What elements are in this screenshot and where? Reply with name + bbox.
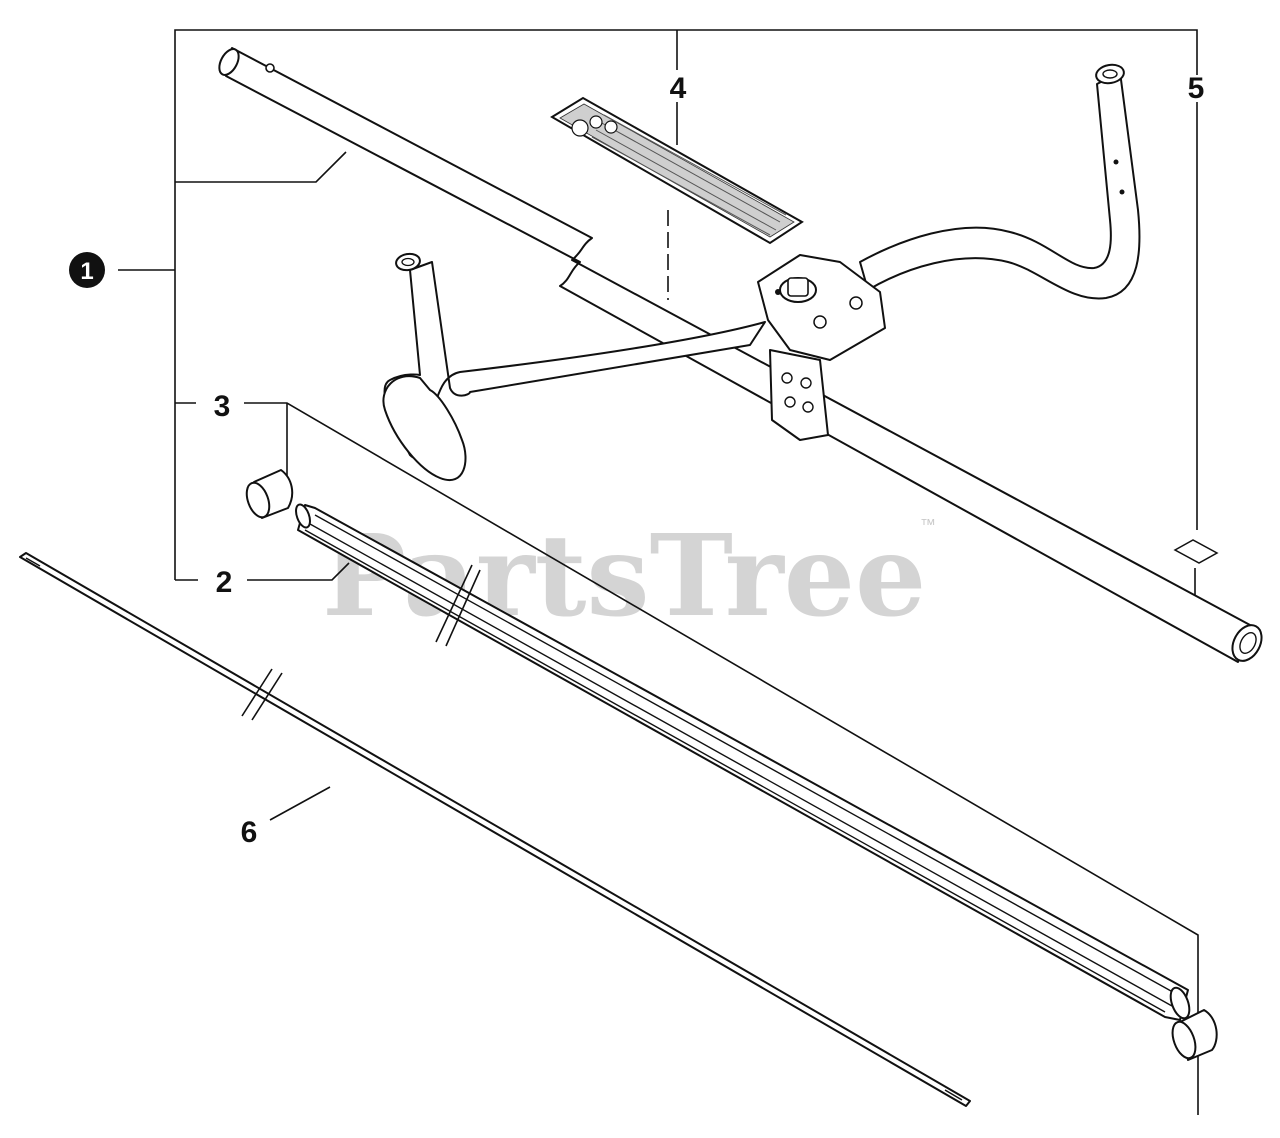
leader-2-right (247, 562, 350, 581)
handle-clamp (757, 254, 886, 441)
tag-part-5 (1173, 539, 1219, 564)
decal-part-4 (550, 96, 804, 245)
callout-3: 3 (214, 390, 231, 423)
main-shaft-tube (218, 47, 1263, 663)
handlebar-left (382, 252, 766, 481)
watermark-trademark: ™ (920, 517, 936, 534)
bracket-main (174, 29, 1198, 580)
leader-lines (118, 29, 1199, 1115)
callout-6: 6 (241, 816, 258, 849)
handlebar-right (859, 63, 1141, 300)
callout-1-badge (69, 252, 105, 288)
liner-tube (295, 503, 1191, 1021)
callout-5: 5 (1188, 72, 1205, 105)
bushing-lower (1171, 1009, 1218, 1061)
leader-1-tube (175, 151, 347, 183)
bushing-upper (245, 469, 294, 519)
callout-1: 1 (80, 258, 93, 285)
drive-shaft (19, 552, 971, 1107)
leader-6 (269, 786, 331, 821)
callouts: 1 2 3 4 5 6 (69, 72, 1204, 849)
callout-4: 4 (670, 72, 687, 105)
callout-2: 2 (216, 566, 233, 599)
